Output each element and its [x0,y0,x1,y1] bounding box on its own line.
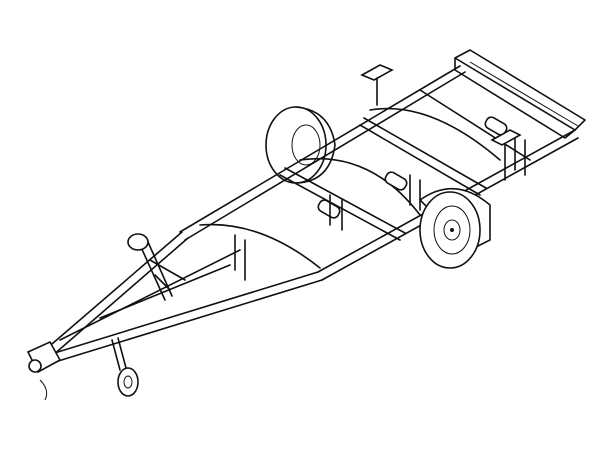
hitch-coupling [26,340,62,401]
rollers [234,116,526,281]
winch-post [127,233,186,301]
side-steps [360,64,522,181]
rear-crossmember [454,49,586,139]
jockey-wheel [111,337,139,397]
right-wheel [418,187,491,269]
drawbar [44,231,323,363]
main-frame [179,65,579,281]
